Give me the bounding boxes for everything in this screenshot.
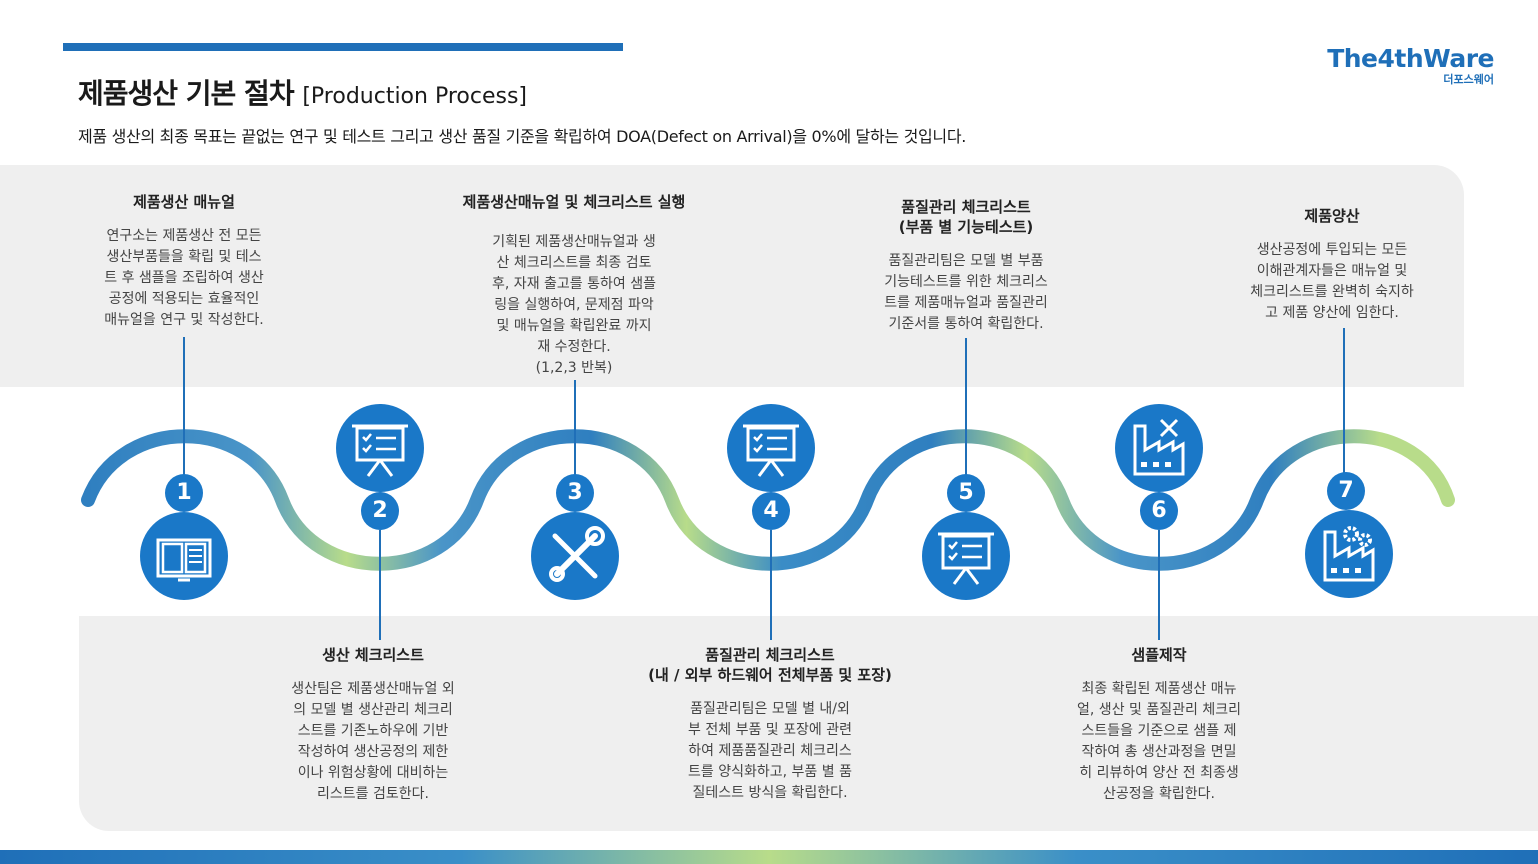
step-title: 품질관리 체크리스트 xyxy=(901,198,1031,216)
step-6-connector xyxy=(1158,530,1160,640)
page-title-en: [Production Process] xyxy=(302,84,527,109)
step-5-icon-circle xyxy=(922,512,1010,600)
checklist-board-icon xyxy=(352,424,408,477)
step-4-number: 4 xyxy=(752,492,790,530)
step-5-number: 5 xyxy=(947,474,985,512)
checklist-board-icon xyxy=(743,424,799,477)
step-6-icon-circle xyxy=(1115,404,1203,492)
step-subtitle: (부품 별 기능테스트) xyxy=(898,218,1034,236)
step-2-icon-circle xyxy=(336,404,424,492)
tools-icon xyxy=(549,526,605,582)
logo-wordmark: The4thWare xyxy=(1327,44,1494,73)
step-2-number: 2 xyxy=(361,492,399,530)
step-3-connector xyxy=(574,380,576,476)
step-1-connector xyxy=(183,337,185,475)
process-wave xyxy=(81,429,1455,571)
step-2-connector xyxy=(379,530,381,640)
step-7-text: 제품양산 생산공정에 투입되는 모든 이해관계자들은 매뉴얼 및 체크리스트를 … xyxy=(1212,206,1452,324)
step-description: 기획된 제품생산매뉴얼과 생 산 체크리스트를 최종 검토 후, 자재 출고를 … xyxy=(492,234,656,376)
top-band xyxy=(0,165,1464,387)
header-accent-bar xyxy=(63,43,623,51)
checklist-board-icon xyxy=(938,532,994,585)
step-subtitle: (내 / 외부 하드웨어 전체부품 및 포장) xyxy=(648,666,892,684)
step-description: 생산팀은 제품생산매뉴얼 외 의 모델 별 생산관리 체크리 스트를 기존노하우… xyxy=(291,681,455,802)
step-title: 제품양산 xyxy=(1304,207,1360,225)
step-description: 품질관리팀은 모델 별 부품 기능테스트를 위한 체크리스 트를 제품매뉴얼과 … xyxy=(884,253,1048,332)
step-description: 연구소는 제품생산 전 모든 생산부품들을 확립 및 테스 트 후 샘플을 조립… xyxy=(104,228,264,328)
step-4-connector xyxy=(770,530,772,640)
step-5-text: 품질관리 체크리스트 (부품 별 기능테스트) 품질관리팀은 모델 별 부품 기… xyxy=(836,197,1096,335)
book-icon xyxy=(156,538,212,582)
step-4-text: 품질관리 체크리스트 (내 / 외부 하드웨어 전체부품 및 포장) 품질관리팀… xyxy=(600,645,940,804)
footer-gradient-bar xyxy=(0,850,1538,864)
step-title: 생산 체크리스트 xyxy=(322,646,424,664)
step-2-text: 생산 체크리스트 생산팀은 제품생산매뉴얼 외 의 모델 별 생산관리 체크리 … xyxy=(253,645,493,805)
bottom-band xyxy=(79,616,1538,831)
factory-gears-icon xyxy=(1323,526,1375,582)
step-1-icon-circle xyxy=(140,512,228,600)
step-7-number: 7 xyxy=(1327,472,1365,510)
company-logo: The4thWare 더포스웨어 xyxy=(1327,44,1494,87)
step-3-text: 제품생산매뉴얼 및 체크리스트 실행 기획된 제품생산매뉴얼과 생 산 체크리스… xyxy=(414,192,734,379)
page-title-ko: 제품생산 기본 절차 xyxy=(78,77,295,110)
step-1-text: 제품생산 매뉴얼 연구소는 제품생산 전 모든 생산부품들을 확립 및 테스 트… xyxy=(64,192,304,331)
step-title: 제품생산 매뉴얼 xyxy=(133,193,235,211)
step-4-icon-circle xyxy=(727,404,815,492)
step-7-connector xyxy=(1343,328,1345,476)
step-1-number: 1 xyxy=(165,474,203,512)
step-3-number: 3 xyxy=(556,474,594,512)
page-title: 제품생산 기본 절차 [Production Process] xyxy=(78,72,527,112)
step-title: 품질관리 체크리스트 xyxy=(705,646,835,664)
step-description: 품질관리팀은 모델 별 내/외 부 전체 부품 및 포장에 관련 하여 제품품질… xyxy=(688,701,852,801)
wave-path xyxy=(81,429,1455,571)
step-7-icon-circle xyxy=(1305,510,1393,598)
step-6-text: 샘플제작 최종 확립된 제품생산 매뉴 얼, 생산 및 품질관리 체크리 스트들… xyxy=(1039,645,1279,805)
factory-tools-icon xyxy=(1133,418,1185,476)
step-description: 최종 확립된 제품생산 매뉴 얼, 생산 및 품질관리 체크리 스트들을 기준으… xyxy=(1077,681,1241,802)
step-6-number: 6 xyxy=(1140,492,1178,530)
step-5-connector xyxy=(965,338,967,476)
step-title: 제품생산매뉴얼 및 체크리스트 실행 xyxy=(462,193,686,211)
step-title: 샘플제작 xyxy=(1131,646,1187,664)
page-subtitle: 제품 생산의 최종 목표는 끝없는 연구 및 테스트 그리고 생산 품질 기준을… xyxy=(78,127,967,146)
step-3-icon-circle xyxy=(531,512,619,600)
step-description: 생산공정에 투입되는 모든 이해관계자들은 매뉴얼 및 체크리스트를 완벽히 숙… xyxy=(1250,242,1414,321)
logo-korean-name: 더포스웨어 xyxy=(1443,73,1494,86)
